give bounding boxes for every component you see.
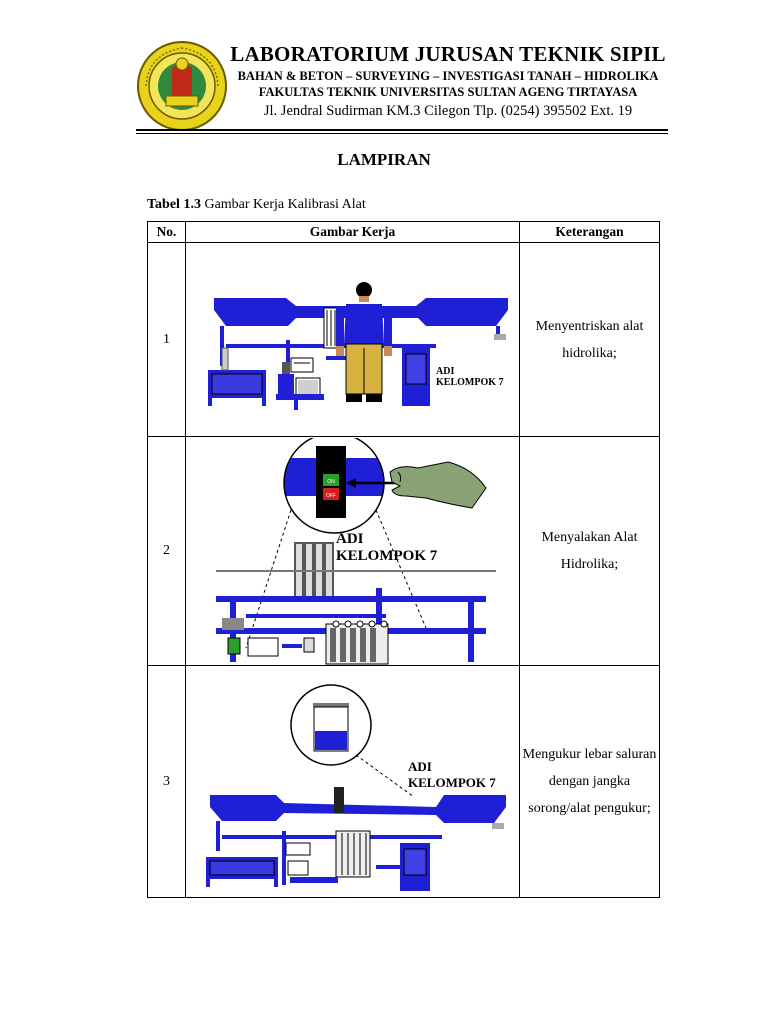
header-divider-thick	[136, 129, 668, 131]
figure-label-adi: ADI	[436, 366, 454, 377]
table-row: 2 ON OFF	[147, 436, 660, 666]
lab-address: Jl. Jendral Sudirman KM.3 Cilegon Tlp. (…	[263, 103, 633, 119]
header-divider-thin	[136, 133, 668, 134]
row-description: Menyalakan Alat Hidrolika;	[519, 436, 660, 666]
hydraulic-bench-operator-figure: ADI KELOMPOK 7	[208, 281, 508, 410]
row-number: 3	[147, 665, 186, 898]
channel-width-measurement-figure: ADI KELOMPOK 7	[206, 683, 506, 891]
switch-off-label: OFF	[326, 493, 336, 499]
work-drawing-2: ON OFF ADI KELOMPOK 7	[185, 436, 520, 666]
table-caption-label: Tabel 1.3	[147, 197, 201, 212]
faculty-name: FAKULTAS TEKNIK UNIVERSITAS SULTAN AGENG…	[258, 85, 638, 99]
row-number: 1	[147, 242, 186, 437]
page-title: LAMPIRAN	[337, 150, 431, 169]
lab-divisions: BAHAN & BETON – SURVEYING – INVESTIGASI …	[237, 69, 659, 83]
row-description: Mengukur lebar saluran dengan jangka sor…	[519, 665, 660, 898]
header-keterangan: Keterangan	[519, 221, 660, 243]
figure-label-kelompok: KELOMPOK 7	[436, 377, 504, 388]
university-seal-logo	[137, 41, 227, 131]
calibration-table: No. Gambar Kerja Keterangan 1	[147, 221, 660, 898]
figure-label-kelompok: KELOMPOK 7	[408, 775, 496, 790]
work-drawing-1: ADI KELOMPOK 7	[185, 242, 520, 437]
work-drawing-3: ADI KELOMPOK 7	[185, 665, 520, 898]
table-caption-text: Gambar Kerja Kalibrasi Alat	[200, 197, 366, 212]
row-description: Menyentriskan alat hidrolika;	[519, 242, 660, 437]
table-caption: Tabel 1.3 Gambar Kerja Kalibrasi Alat	[147, 197, 366, 213]
power-switch-detail-figure: ON OFF ADI KELOMPOK 7	[216, 437, 496, 664]
row-number: 2	[147, 436, 186, 666]
figure-label-adi: ADI	[336, 531, 364, 547]
switch-on-label: ON	[327, 479, 335, 485]
table-header-row: No. Gambar Kerja Keterangan	[147, 221, 660, 243]
header-no: No.	[147, 221, 186, 243]
table-row: 3 ADI KELOMPOK 7	[147, 665, 660, 898]
table-row: 1	[147, 242, 660, 437]
figure-label-adi: ADI	[408, 759, 432, 774]
figure-label-kelompok: KELOMPOK 7	[336, 548, 438, 564]
lab-title: LABORATORIUM JURUSAN TEKNIK SIPIL	[230, 42, 666, 66]
header-gambar-kerja: Gambar Kerja	[185, 221, 520, 243]
